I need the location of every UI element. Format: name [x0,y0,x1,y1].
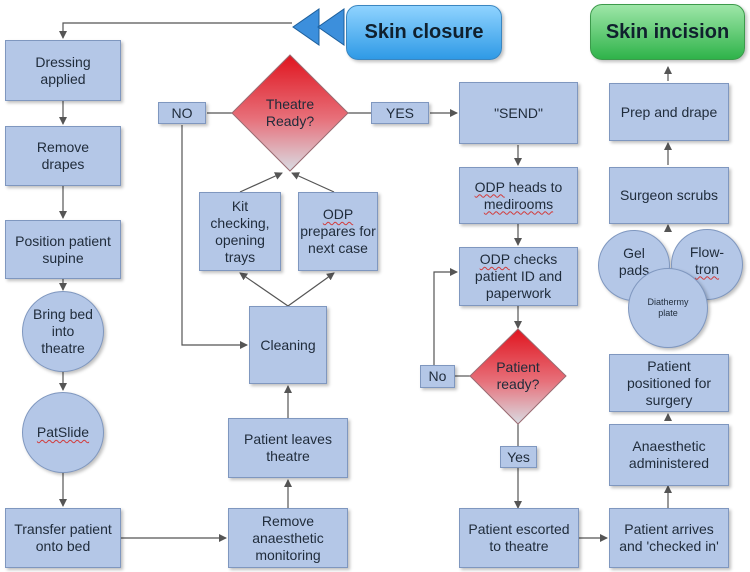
theatre-ready-label-wrap: Theatre Ready? [250,93,330,133]
odp-prepares-odp: ODP [322,206,354,222]
skin-closure-label: Skin closure [364,21,484,43]
gel-pads-circle: Gel pads [598,230,670,301]
remove-drapes-box: Remove drapes [5,126,121,186]
arrow-odp-prepares-to-decision [291,172,335,193]
arrow-no-to-odp-checks [433,268,458,365]
transfer-patient-onto-bed-box: Transfer patient onto bed [5,508,121,568]
patient-leaves-theatre-box: Patient leaves theatre [228,418,348,478]
kit-checking-box: Kit checking, opening trays [199,192,281,271]
patient-escorted-box: Patient escorted to theatre [459,508,579,568]
theatre-yes-box: YES [371,102,429,124]
patslide-circle: PatSlide [22,392,104,473]
arrow-cleaning-to-odp-prepares [287,272,335,307]
patient-arrives-box: Patient arrives and 'checked in' [609,508,729,568]
patient-ready-no-box: No [420,365,455,388]
cleaning-box: Cleaning [249,306,327,384]
send-box: "SEND" [459,82,578,144]
surgeon-scrubs-box: Surgeon scrubs [609,167,729,224]
patient-ready-yes-box: Yes [500,446,537,468]
skin-incision-banner: Skin incision [590,4,745,60]
odp-prepares-rest: prepares for next case [300,223,376,256]
bring-bed-into-theatre-circle: Bring bed into theatre [22,291,104,372]
anaesthetic-administered-box: Anaesthetic administered [609,424,729,486]
position-patient-supine-box: Position patient supine [5,220,121,279]
theatre-ready-label: Theatre Ready? [265,96,315,129]
remove-anaesthetic-monitoring-box: Remove anaesthetic monitoring [228,508,348,568]
skin-closure-banner: Skin closure [346,5,502,60]
arrow-no-to-cleaning [181,125,248,349]
theatre-no-box: NO [158,102,206,124]
odp-checks-box: ODP checks patient ID and paperwork [459,247,578,306]
patient-ready-diamond [469,328,567,425]
arrow-cleaning-to-kit [239,272,289,307]
patient-ready-label: Patient ready? [496,359,540,392]
arrow-kit-to-decision [239,172,283,193]
patient-ready-label-wrap: Patient ready? [483,357,553,395]
prep-and-drape-box: Prep and drape [609,83,729,141]
skin-incision-label: Skin incision [605,20,730,43]
patient-positioned-box: Patient positioned for surgery [609,354,729,412]
back-arrow-icon [292,8,320,46]
back-arrow-icon-2 [317,8,345,46]
arrow-closure-to-dressing [59,22,292,39]
theatre-ready-diamond [231,54,349,172]
diathermy-plate-circle: Diathermy plate [628,268,708,348]
dressing-applied-box: Dressing applied [5,40,121,101]
